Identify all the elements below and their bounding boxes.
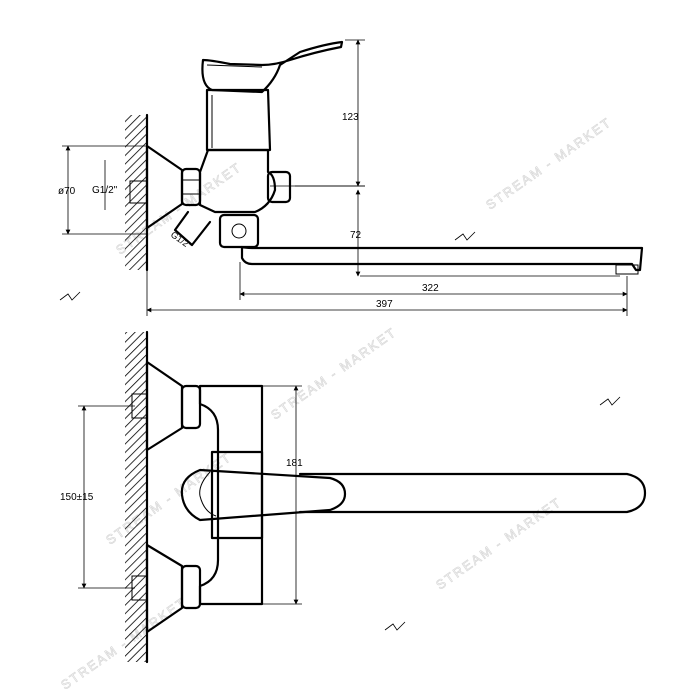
lever-handle-top <box>180 468 347 522</box>
lever-handle <box>201 40 344 94</box>
dim-total-label: 397 <box>376 299 393 310</box>
inlet-pipe <box>129 180 148 204</box>
outlet-thread-label: G1/2" <box>169 229 193 250</box>
dim-spout-height-label: 72 <box>350 230 362 241</box>
nut-upper <box>180 384 202 430</box>
shower-outlet <box>173 210 212 247</box>
dim-height-label: 123 <box>342 112 359 123</box>
spout <box>240 245 644 272</box>
wall-flange-lower <box>145 543 184 634</box>
side-view: G1/2" 123 72 322 397 ø70 G1/2" <box>58 39 644 316</box>
dim-flange-label: ø70 <box>58 186 76 197</box>
spout-nut-hole <box>231 223 247 239</box>
watermark-logo <box>599 396 621 406</box>
wall-flange-upper <box>145 360 184 452</box>
watermark-logo <box>59 291 81 301</box>
watermark-text: STREAM - MARKET <box>433 494 564 592</box>
dim-thread-label: G1/2" <box>92 185 118 196</box>
dim-depth-label: 181 <box>286 458 303 469</box>
handle-inner <box>199 471 217 517</box>
top-view: 181 150±15 <box>60 330 647 664</box>
spout-top <box>298 472 647 514</box>
dim-reach-label: 322 <box>422 283 439 294</box>
body-center-block <box>210 450 264 540</box>
wall-hatch <box>125 332 147 662</box>
dim-center-label: 150±15 <box>60 492 94 503</box>
watermark-text: STREAM - MARKET <box>483 114 614 212</box>
watermark-text: STREAM - MARKET <box>58 594 189 692</box>
spout-nut <box>218 213 260 249</box>
wall-hatch <box>125 115 147 270</box>
mixer-body-top <box>198 384 264 606</box>
watermark-text: STREAM - MARKET <box>103 449 234 547</box>
diverter-knob <box>266 170 292 204</box>
cartridge-housing <box>205 88 272 152</box>
aerator <box>615 264 639 275</box>
handle-line <box>206 64 263 68</box>
watermark-logo <box>454 231 476 241</box>
watermark-text: STREAM - MARKET <box>268 324 399 422</box>
watermark-logo <box>384 621 406 631</box>
